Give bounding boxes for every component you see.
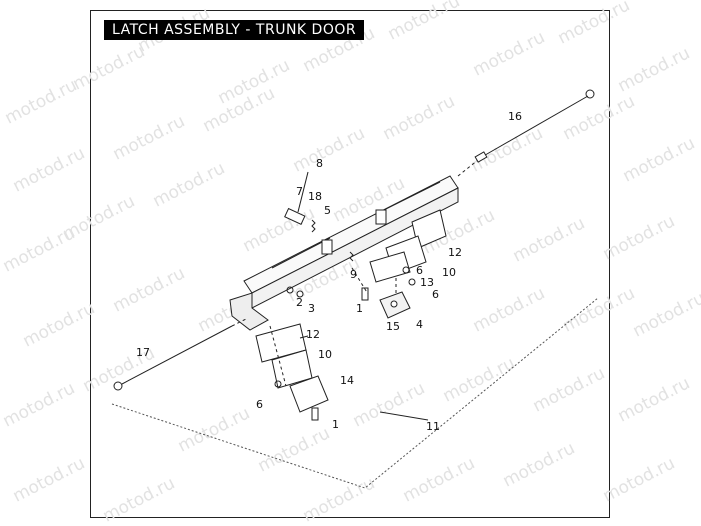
housing-ridge xyxy=(271,237,331,269)
callout-16: 16 xyxy=(508,110,522,123)
callout-4: 4 xyxy=(416,318,423,331)
callout-1: 1 xyxy=(332,418,339,431)
callout-5: 5 xyxy=(324,204,331,217)
nut-6a xyxy=(408,278,416,286)
spring-9 xyxy=(349,251,354,262)
callout-12: 12 xyxy=(448,246,462,259)
callout-12: 12 xyxy=(306,328,320,341)
housing-boss xyxy=(321,239,333,255)
callout-13: 13 xyxy=(420,276,434,289)
cable-16 xyxy=(479,95,589,159)
cable-17-extension xyxy=(231,317,249,327)
latch-plate-6 xyxy=(369,251,411,283)
callout-17: 17 xyxy=(136,346,150,359)
latch-housing-end xyxy=(229,292,269,331)
leader-line-8 xyxy=(297,171,309,213)
assembly-line xyxy=(351,267,369,295)
diagram-frame xyxy=(90,10,610,518)
mounting-plate-14 xyxy=(289,375,329,413)
callout-1: 1 xyxy=(356,302,363,315)
cable-16-extension xyxy=(457,159,479,177)
actuator-pivot xyxy=(390,300,398,308)
callout-6: 6 xyxy=(256,398,263,411)
callout-11: 11 xyxy=(426,420,440,433)
callout-14: 14 xyxy=(340,374,354,387)
base-plane-outline xyxy=(111,297,599,489)
callout-3: 3 xyxy=(308,302,315,315)
callout-7: 7 xyxy=(296,185,303,198)
bolt-1b xyxy=(311,407,319,421)
page-title: LATCH ASSEMBLY - TRUNK DOOR xyxy=(104,20,365,40)
latch-housing-side xyxy=(251,187,459,309)
cable-17 xyxy=(121,325,233,385)
leader-line-11 xyxy=(379,411,429,421)
callout-18: 18 xyxy=(308,190,322,203)
leader-line xyxy=(299,335,309,339)
housing-boss xyxy=(375,209,387,225)
callout-2: 2 xyxy=(296,296,303,309)
cable-16-ferrule xyxy=(474,151,488,163)
callout-6: 6 xyxy=(416,264,423,277)
housing-ridge xyxy=(379,181,441,213)
callout-10: 10 xyxy=(442,266,456,279)
lock-cylinder xyxy=(284,207,306,225)
callout-15: 15 xyxy=(386,320,400,333)
assembly-line xyxy=(269,325,287,387)
callout-8: 8 xyxy=(316,157,323,170)
washer-13 xyxy=(402,266,410,274)
nut-6b xyxy=(274,380,282,388)
callout-10: 10 xyxy=(318,348,332,361)
callout-9: 9 xyxy=(350,268,357,281)
cable-16-end xyxy=(585,89,595,99)
spring-5 xyxy=(311,219,316,233)
washer-2 xyxy=(286,286,294,294)
callout-6: 6 xyxy=(432,288,439,301)
nut-3 xyxy=(296,290,304,298)
cable-17-end xyxy=(113,381,123,391)
